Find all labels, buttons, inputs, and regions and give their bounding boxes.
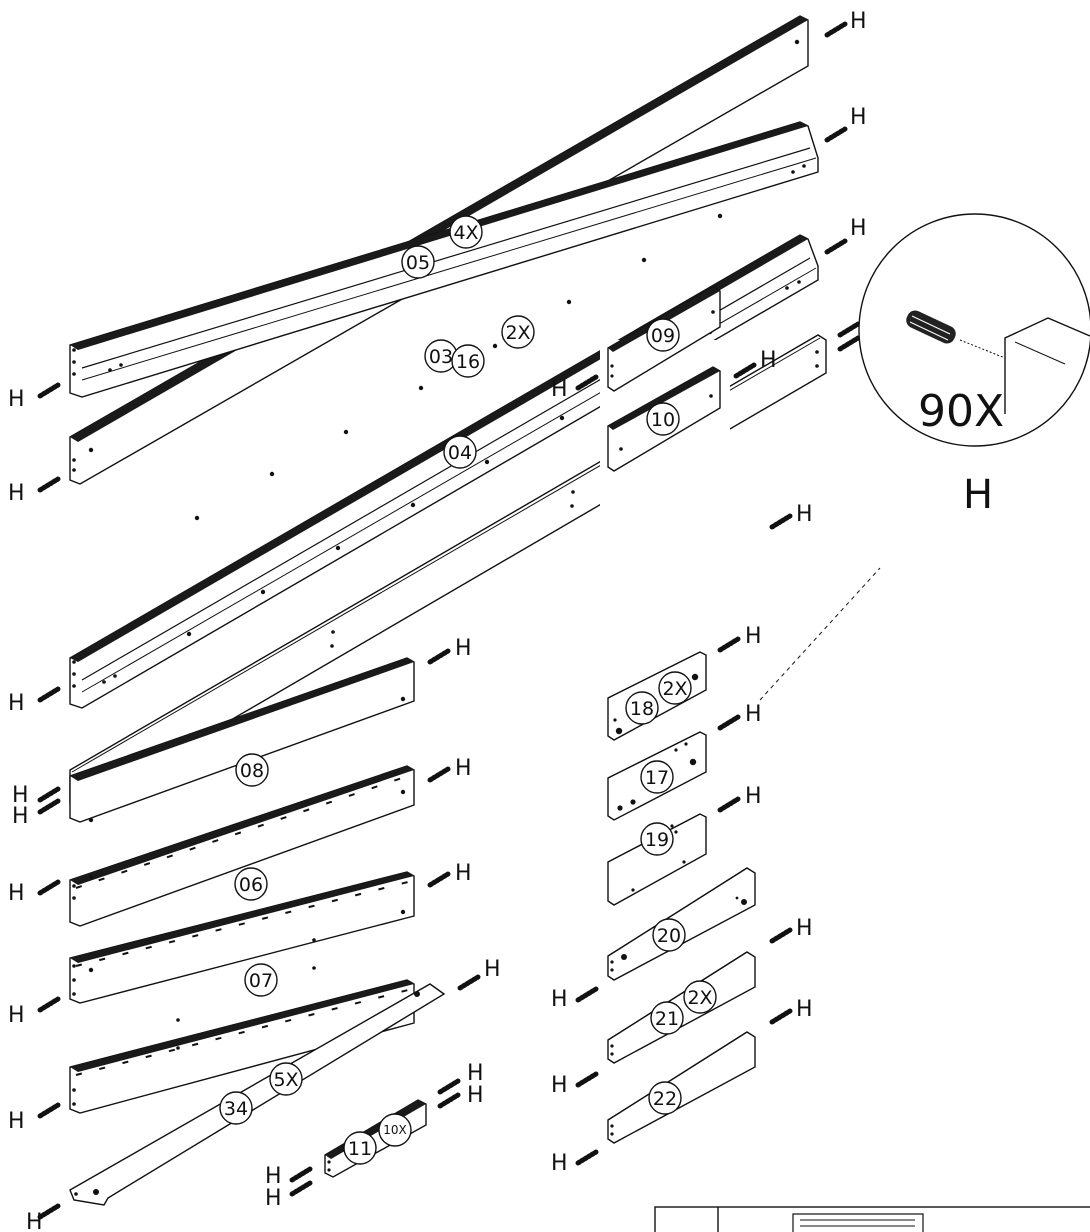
callout-21: 21	[650, 1001, 684, 1035]
part-number: 11	[348, 1138, 372, 1160]
part-number: 06	[239, 874, 263, 896]
part-08-rail	[69, 657, 415, 823]
dowel-icon	[906, 310, 956, 347]
callout-17: 17	[640, 760, 674, 794]
part-19-block	[607, 813, 707, 906]
callout-16-qty: 2X	[501, 315, 535, 349]
h-label: H	[745, 624, 762, 649]
h-label: H	[12, 804, 29, 829]
lower-panel	[69, 979, 415, 1114]
detail-quantity: 90X	[918, 386, 1004, 437]
h-label: H	[455, 861, 472, 886]
callout-10: 10	[646, 402, 680, 436]
h-label: H	[850, 216, 867, 241]
h-label: H	[796, 502, 813, 527]
callout-21-qty: 2X	[683, 980, 717, 1014]
h-label: H	[8, 1003, 25, 1028]
h-label: H	[26, 1210, 43, 1232]
part-07-rail	[69, 871, 415, 1004]
detail-view: 90X H	[759, 213, 1090, 701]
quantity-label: 10X	[383, 1123, 407, 1137]
h-label: H	[455, 636, 472, 661]
h-label: H	[265, 1186, 282, 1211]
part-number: 34	[224, 1098, 248, 1120]
part-06-rail	[69, 765, 415, 927]
callout-09-final-circle: 09	[646, 318, 680, 352]
callout-08: 08	[235, 753, 269, 787]
part-number: 08	[240, 760, 264, 782]
h-label: H	[8, 1109, 25, 1134]
part-number: 20	[657, 925, 681, 947]
part-number: 19	[645, 829, 669, 851]
part-34-slat	[69, 983, 446, 1206]
callout-19: 19	[640, 822, 674, 856]
h-label: H	[850, 9, 867, 34]
h-label: H	[484, 957, 501, 982]
quantity-label: 4X	[453, 222, 478, 244]
part-number: 22	[653, 1088, 677, 1110]
callout-11-qty: 10X	[378, 1113, 412, 1147]
callout-04: 04	[443, 435, 477, 469]
h-label: H	[745, 702, 762, 727]
callout-20: 20	[652, 918, 686, 952]
h-label: H	[850, 105, 867, 130]
h-label: H	[551, 987, 568, 1012]
part-number: 05	[406, 252, 430, 274]
callout-06: 06	[234, 867, 268, 901]
h-label: H	[8, 387, 25, 412]
part-number: 16	[456, 351, 480, 373]
part-number: 17	[645, 767, 669, 789]
dowel-labels: H H H H H H H H H H H H H H H H H H H H …	[8, 9, 886, 1232]
h-label: H	[265, 1164, 282, 1189]
part-number: 09	[651, 325, 675, 347]
h-label: H	[8, 691, 25, 716]
detail-part: H	[963, 472, 993, 518]
part-number: 03	[429, 346, 453, 368]
h-label: H	[796, 916, 813, 941]
callout-05-qty: 4X	[449, 215, 483, 249]
h-label: H	[796, 997, 813, 1022]
part-number: 21	[655, 1008, 679, 1030]
callout-07: 07	[244, 963, 278, 997]
callout-18: 18	[625, 691, 659, 725]
dowel-pins	[37, 21, 861, 1220]
h-label: H	[8, 881, 25, 906]
h-label: H	[745, 784, 762, 809]
quantity-label: 2X	[662, 678, 687, 700]
quantity-label: 2X	[505, 322, 530, 344]
h-label: H	[551, 1151, 568, 1176]
part-number: 18	[630, 698, 654, 720]
part-callouts: 05 4X 03 04 16 2X	[401, 215, 535, 469]
callout-03: 03	[424, 339, 458, 373]
callout-18-qty: 2X	[658, 671, 692, 705]
part-number: 04	[448, 442, 472, 464]
part-21-board	[607, 951, 756, 1064]
title-block	[654, 1206, 1090, 1232]
quantity-label: 2X	[687, 987, 712, 1009]
h-label: H	[551, 1073, 568, 1098]
h-label: H	[760, 348, 777, 373]
part-22-board	[607, 1031, 756, 1144]
callout-34-qty: 5X	[269, 1062, 303, 1096]
h-label: H	[455, 756, 472, 781]
callout-05: 05	[401, 245, 435, 279]
h-label: H	[551, 377, 568, 402]
callout-34: 34	[219, 1091, 253, 1125]
h-label: H	[12, 783, 29, 808]
part-number: 07	[249, 970, 273, 992]
callout-22: 22	[648, 1081, 682, 1115]
h-label: H	[467, 1083, 484, 1108]
callout-11: 11	[343, 1131, 377, 1165]
quantity-label: 5X	[273, 1069, 298, 1091]
part-03-rail	[69, 121, 819, 521]
h-label: H	[467, 1061, 484, 1086]
h-label: H	[8, 481, 25, 506]
part-number: 10	[651, 409, 675, 431]
callout-16-real: 16	[451, 344, 485, 378]
